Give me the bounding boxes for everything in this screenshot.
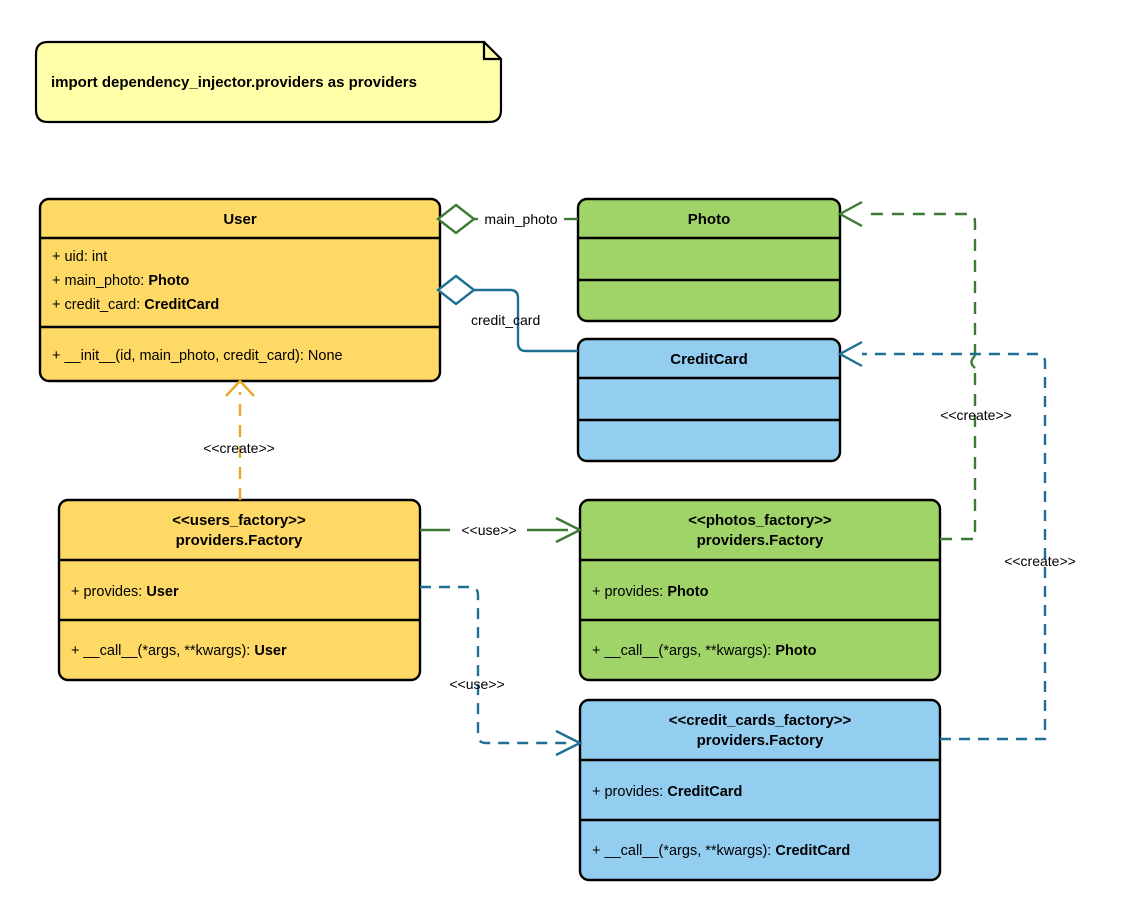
class-photo[interactable]: Photo <box>576 197 842 323</box>
arrowhead-use-photos-icon <box>555 516 583 544</box>
arrowhead-create-credit-card-icon <box>837 340 863 368</box>
class-user-attr-0: + uid: int <box>52 249 107 265</box>
class-creditcard-body <box>576 337 842 463</box>
edge-credit-card-path <box>474 288 578 353</box>
class-users-factory-attr-0: + provides: User <box>71 584 179 600</box>
edge-use-credit-cards-path <box>420 585 568 745</box>
class-users-factory[interactable]: <<users_factory>> providers.Factory + pr… <box>57 498 422 682</box>
class-creditcard-title: CreditCard <box>670 351 748 368</box>
class-credit-cards-factory-method-0: + __call__(*args, **kwargs): CreditCard <box>592 843 850 859</box>
class-photos-factory[interactable]: <<photos_factory>> providers.Factory + p… <box>578 498 942 682</box>
class-user-title: User <box>223 211 257 228</box>
edge-create-credit-card-path <box>862 352 1047 741</box>
edge-label-use-photos: <<use>> <box>461 522 516 538</box>
class-photos-factory-attr-0: + provides: Photo <box>592 584 709 600</box>
edge-user-credit-card[interactable]: credit_card <box>436 274 578 353</box>
arrowhead-use-credit-cards-icon <box>555 729 583 757</box>
edge-photos-factory-create-photo[interactable]: <<create>> <box>837 200 1012 541</box>
edge-label-create-photo: <<create>> <box>940 407 1012 423</box>
class-credit-cards-factory-stereotype: <<credit_cards_factory>> <box>669 712 852 729</box>
class-photo-title: Photo <box>688 211 731 228</box>
edge-users-factory-use-credit-cards[interactable]: <<use>> <box>420 585 583 757</box>
edge-label-create-user: <<create>> <box>203 440 275 456</box>
edge-create-photo-seg-upper <box>862 212 977 356</box>
class-credit-cards-factory-attr-0: + provides: CreditCard <box>592 784 742 800</box>
class-credit-cards-factory-title: providers.Factory <box>697 732 824 749</box>
class-photos-factory-title: providers.Factory <box>697 532 824 549</box>
class-users-factory-title: providers.Factory <box>176 532 303 549</box>
edge-label-main-photo: main_photo <box>484 211 557 227</box>
aggregation-diamond-credit-card-icon <box>436 274 476 306</box>
class-user-method-0: + __init__(id, main_photo, credit_card):… <box>52 348 343 364</box>
class-photos-factory-body <box>578 498 942 682</box>
line-jump-arc-icon <box>970 355 976 369</box>
class-user-attr-2: + credit_card: CreditCard <box>52 297 219 313</box>
edge-label-credit-card: credit_card <box>471 312 540 328</box>
import-note: import dependency_injector.providers as … <box>34 40 503 124</box>
class-user-attr-1: + main_photo: Photo <box>52 273 190 289</box>
edge-label-use-credit-cards: <<use>> <box>449 676 504 692</box>
edge-users-factory-create-user[interactable]: <<create>> <box>203 379 275 500</box>
class-photo-body <box>576 197 842 323</box>
arrowhead-create-photo-icon <box>837 200 863 228</box>
note-shape <box>34 40 503 124</box>
edge-user-main-photo[interactable]: main_photo <box>436 203 578 235</box>
edge-label-create-credit-card: <<create>> <box>1004 553 1076 569</box>
class-users-factory-method-0: + __call__(*args, **kwargs): User <box>71 643 287 659</box>
class-creditcard[interactable]: CreditCard <box>576 337 842 463</box>
note-folded-corner-icon <box>482 42 501 61</box>
class-users-factory-stereotype: <<users_factory>> <box>172 512 306 529</box>
class-user[interactable]: User + uid: int + main_photo: Photo + cr… <box>38 197 442 383</box>
edge-create-photo-seg-lower <box>940 368 977 541</box>
edge-users-factory-use-photos[interactable]: <<use>> <box>420 516 583 544</box>
class-credit-cards-factory-body <box>578 698 942 882</box>
edge-credit-cards-factory-create-credit-card[interactable]: <<create>> <box>837 340 1076 741</box>
class-credit-cards-factory[interactable]: <<credit_cards_factory>> providers.Facto… <box>578 698 942 882</box>
class-photos-factory-stereotype: <<photos_factory>> <box>688 512 832 529</box>
aggregation-diamond-main-photo-icon <box>436 203 476 235</box>
note-text: import dependency_injector.providers as … <box>51 74 417 91</box>
arrowhead-create-user-icon <box>225 379 255 397</box>
class-photos-factory-method-0: + __call__(*args, **kwargs): Photo <box>592 643 817 659</box>
